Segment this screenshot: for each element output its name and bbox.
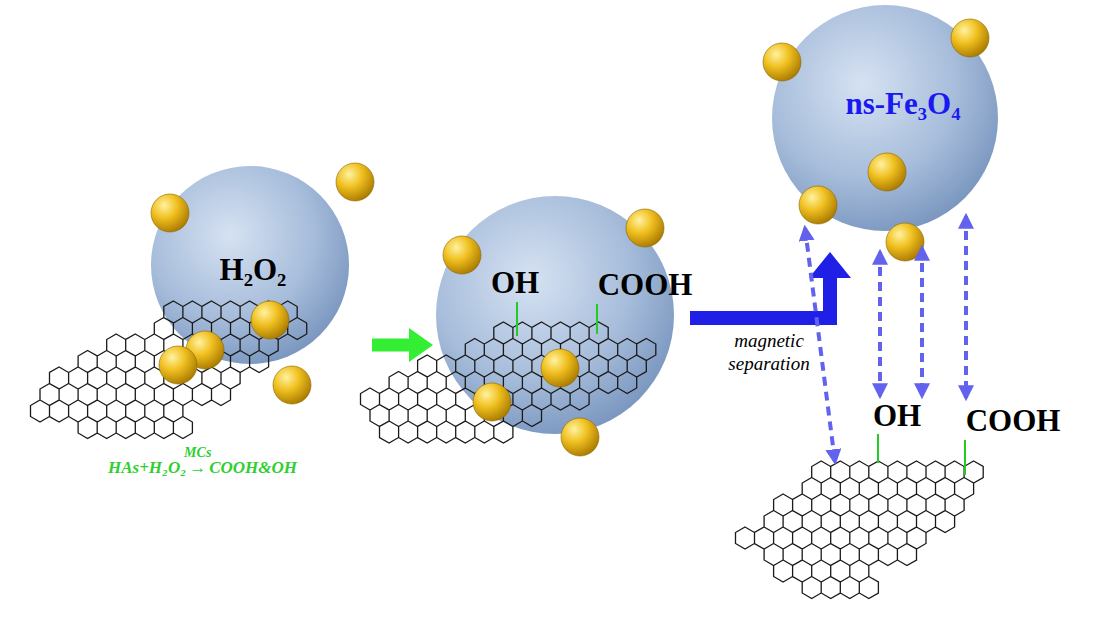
gold-particle <box>151 194 189 232</box>
reaction-formula: HAs+H₂O₂→MCsCOOH&OH <box>108 458 297 478</box>
arrow-shaft <box>372 339 411 352</box>
reaction-arrow: → <box>189 458 206 477</box>
gold-particle <box>336 163 374 201</box>
sphere-body <box>772 5 998 231</box>
interaction-arrow <box>920 248 924 396</box>
flow-arrow <box>372 328 433 362</box>
bond-line <box>516 302 518 336</box>
sphere-node: ns-Fe₃O₄ <box>771 4 999 232</box>
gold-particle <box>951 19 989 57</box>
gold-particle <box>561 418 599 456</box>
bond-line <box>596 304 598 334</box>
arrow-head <box>809 252 851 278</box>
sphere-node: H₂O₂ <box>150 165 350 365</box>
edge-label: magnetic separation <box>710 330 828 376</box>
gold-particle <box>473 383 511 421</box>
gold-particle <box>159 346 197 384</box>
gold-particle <box>868 153 906 191</box>
graphene-sheet <box>31 301 307 439</box>
gold-particle <box>541 349 579 387</box>
sphere-body <box>436 196 674 434</box>
bond-line <box>877 434 879 463</box>
sphere-shape <box>435 195 675 435</box>
arrow-shaft <box>690 276 830 318</box>
reaction-arrow-group: →MCs <box>189 458 206 478</box>
product-text: COOH&OH <box>209 458 297 478</box>
gold-particle <box>273 366 311 404</box>
flow-arrow <box>690 252 851 318</box>
gold-particle <box>799 186 837 224</box>
reactant-text: HAs+H₂O₂ <box>108 458 186 478</box>
bond-line <box>964 440 966 475</box>
functional-group: COOH <box>966 403 1061 439</box>
gold-particle <box>626 209 664 247</box>
gold-particle <box>186 331 224 369</box>
gold-particle <box>763 43 801 81</box>
interaction-arrow <box>964 216 968 398</box>
catalyst-text: MCs <box>184 445 211 461</box>
functional-group: OH <box>873 398 921 434</box>
sphere-text: COOH <box>598 267 693 303</box>
gold-particle <box>443 236 481 274</box>
sphere-text: ns-Fe₃O₄ <box>845 86 960 122</box>
gold-particle <box>886 223 924 261</box>
interaction-arrow <box>878 252 882 396</box>
sphere-text: H₂O₂ <box>220 252 287 288</box>
interaction-arrow <box>805 228 835 462</box>
graphene-sheet <box>361 322 656 443</box>
graphene-sheet <box>736 461 984 599</box>
gold-particle <box>251 301 289 339</box>
sphere-node: OHCOOH <box>435 195 675 435</box>
arrow-head <box>409 328 433 362</box>
sphere-text: OH <box>491 265 539 301</box>
sphere-body <box>151 166 349 364</box>
